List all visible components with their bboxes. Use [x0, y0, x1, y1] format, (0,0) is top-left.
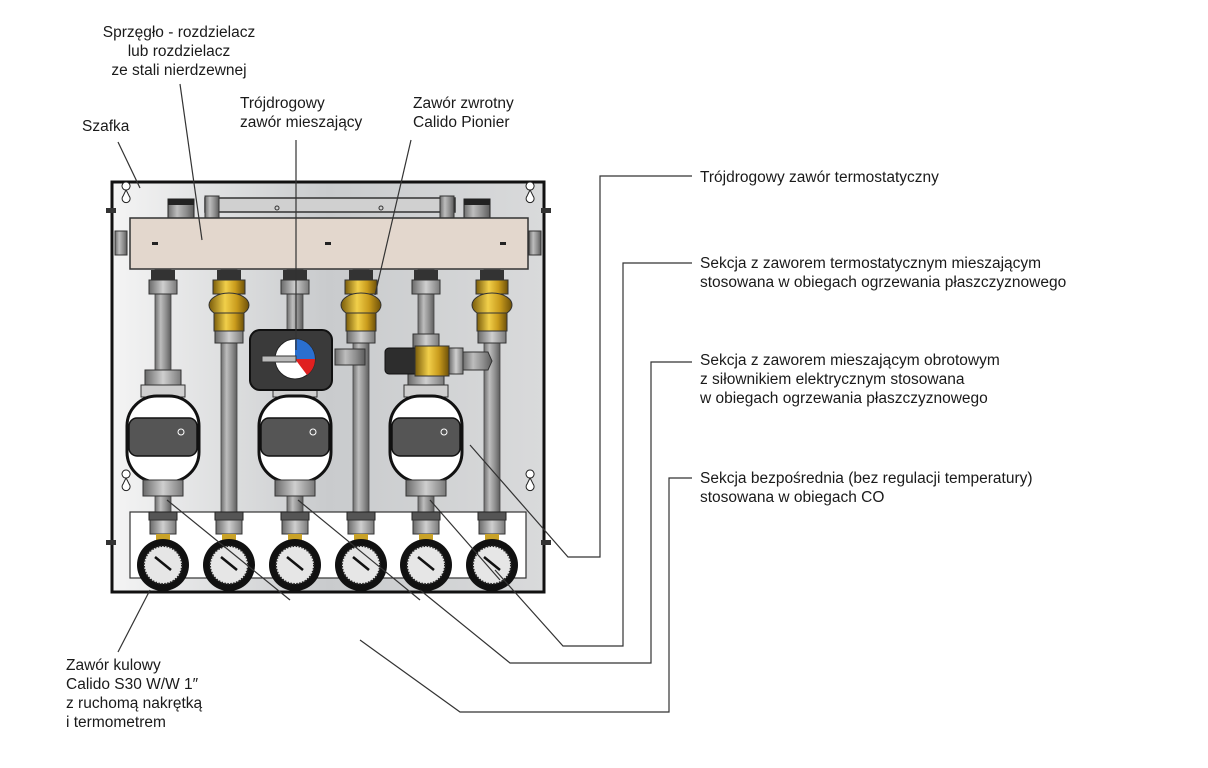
- check-valve-bottom: [476, 312, 508, 332]
- check-valve-bottom: [213, 312, 245, 332]
- check-valve-top: [475, 279, 509, 295]
- thermometer-needle: [154, 556, 172, 571]
- leader-check-valve: [374, 139, 412, 296]
- leader-circuit-3: [297, 499, 421, 601]
- pipe-collar: [349, 270, 373, 280]
- pump-control-panel: [128, 417, 198, 457]
- hex-nut: [281, 519, 309, 535]
- leader-direct-section: [359, 477, 692, 713]
- leader-thermostatic-valve: [469, 175, 692, 558]
- pipe-collar: [217, 270, 241, 280]
- leader-thermostatic-section: [494, 262, 692, 647]
- pump-nut-bottom: [274, 479, 316, 497]
- hex-nut: [149, 519, 177, 535]
- pipe-collar: [283, 270, 307, 280]
- hex-nut: [411, 279, 441, 295]
- hex-nut: [477, 330, 507, 344]
- label-cabinet: Szafka: [82, 118, 130, 135]
- union: [214, 511, 244, 521]
- union: [477, 511, 507, 521]
- actuator-lever: [261, 355, 297, 363]
- label-rotary-section: Sekcja z zaworem mieszającym obrotowym z…: [700, 352, 1000, 407]
- keyhole-icon: [121, 181, 535, 492]
- thermometer-needle: [286, 556, 304, 571]
- check-valve-bottom: [345, 312, 377, 332]
- hex-nut: [214, 330, 244, 344]
- check-valve-top: [212, 279, 246, 295]
- thermometer-needle: [483, 556, 501, 571]
- leader-ball-valve: [117, 589, 151, 653]
- pump-control-panel: [391, 417, 461, 457]
- circuit-2: [203, 269, 255, 591]
- valve-outlet: [334, 348, 366, 366]
- leader-coupler: [179, 83, 203, 241]
- label-mixing-valve: Trójdrogowy zawór mieszający: [240, 95, 363, 131]
- circuit-6: [466, 269, 518, 591]
- thermostatic-valve: [384, 333, 493, 377]
- circuit-4: [335, 269, 387, 591]
- union: [346, 511, 376, 521]
- leader-circuit-5: [429, 499, 501, 581]
- label-check-valve: Zawór zwrotny Calido Pionier: [413, 95, 514, 131]
- leader-cabinet: [117, 141, 141, 189]
- brass-stem: [222, 534, 236, 540]
- hex-nut: [280, 279, 310, 295]
- valve-nut: [448, 347, 464, 375]
- thermostatic-head: [384, 347, 420, 375]
- rear-rail: [167, 195, 491, 221]
- brass-stem: [156, 534, 170, 540]
- label-thermostatic-section: Sekcja z zaworem termostatycznym mieszaj…: [700, 255, 1067, 291]
- hex-nut: [347, 519, 375, 535]
- manifold: [114, 217, 542, 270]
- thermometer-needle: [417, 556, 435, 571]
- leader-rotary-section: [419, 361, 692, 664]
- pump-nut-bottom: [405, 479, 447, 497]
- leader-lines: [117, 83, 692, 713]
- union: [280, 511, 310, 521]
- union: [148, 511, 178, 521]
- thermometer-needle: [220, 556, 238, 571]
- valve-body: [414, 345, 450, 377]
- brass-stem: [419, 534, 433, 540]
- brass-stem: [485, 534, 499, 540]
- label-ball-valve: Zawór kulowy Calido S30 W/W 1″ z ruchomą…: [66, 657, 203, 731]
- pump-nut-bottom: [142, 479, 184, 497]
- mixing-valve-actuator: [249, 329, 366, 391]
- leader-circuit-1: [166, 499, 291, 601]
- label-coupler: Sprzęgło - rozdzielacz lub rozdzielacz z…: [102, 24, 256, 79]
- hot-indicator: [295, 359, 315, 375]
- hex-nut: [215, 519, 243, 535]
- label-thermostatic-valve: Trójdrogowy zawór termostatyczny: [700, 169, 939, 186]
- label-direct-section: Sekcja bezpośrednia (bez regulacji tempe…: [700, 470, 1033, 506]
- pump-control-panel: [260, 417, 330, 457]
- circulation-pump: [125, 369, 201, 497]
- circuits: [125, 269, 527, 591]
- hex-nut: [148, 279, 178, 295]
- hex-nut: [412, 519, 440, 535]
- check-valve-top: [344, 279, 378, 295]
- pipe-collar: [151, 270, 175, 280]
- brass-stem: [354, 534, 368, 540]
- brass-stem: [288, 534, 302, 540]
- valve-outlet: [462, 351, 493, 371]
- union: [411, 511, 441, 521]
- latch-icon: [106, 208, 551, 545]
- hex-nut: [478, 519, 506, 535]
- cold-indicator: [295, 339, 315, 359]
- pump-indicator: [440, 428, 448, 436]
- pipe-collar: [480, 270, 504, 280]
- hex-nut: [346, 330, 376, 344]
- pump-indicator: [309, 428, 317, 436]
- thermometer-needle: [352, 556, 370, 571]
- pump-indicator: [177, 428, 185, 436]
- pipe-collar: [414, 270, 438, 280]
